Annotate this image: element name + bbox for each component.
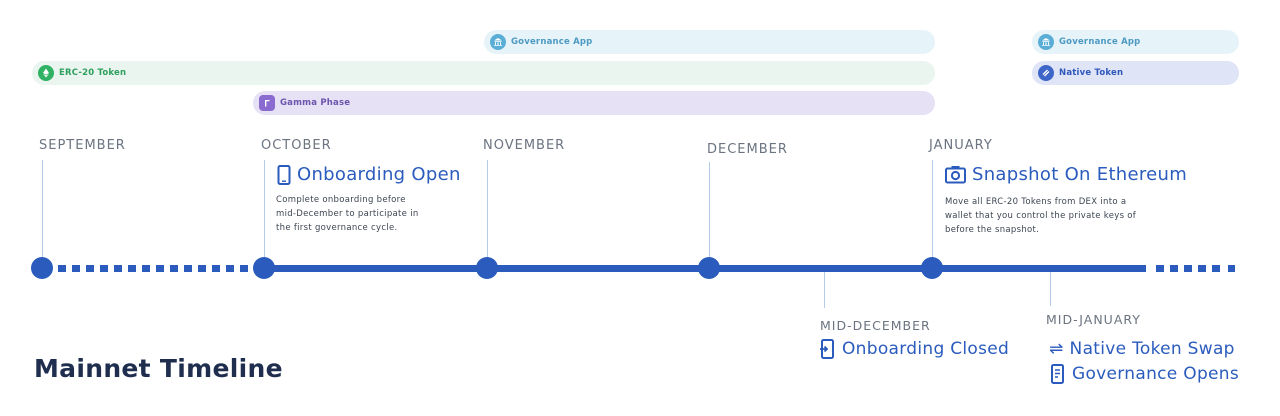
month-january: JANUARY xyxy=(929,138,993,153)
camera-icon xyxy=(945,166,966,184)
month-october: OCTOBER xyxy=(261,138,332,153)
erc20-token-label: ERC-20 Token xyxy=(59,68,127,78)
timeline-dash xyxy=(128,265,136,272)
timeline-dash xyxy=(184,265,192,272)
node-december xyxy=(698,257,720,279)
node-january xyxy=(921,257,943,279)
timeline-dash xyxy=(86,265,94,272)
timeline-dash xyxy=(226,265,234,272)
phone-icon xyxy=(277,164,291,185)
timeline-dash xyxy=(114,265,122,272)
bank-icon xyxy=(490,34,506,50)
month-september: SEPTEMBER xyxy=(39,138,126,153)
timeline-dash xyxy=(240,265,248,272)
guide-line-november xyxy=(487,160,488,258)
onboarding-open-desc-line: mid-December to participate in xyxy=(276,209,419,219)
governance-app-bar: Governance App xyxy=(484,30,935,54)
onboarding-open-label: Onboarding Open xyxy=(297,164,461,185)
guide-line-october xyxy=(264,160,265,258)
timeline-dash xyxy=(58,265,66,272)
governance-app-label: Governance App xyxy=(511,37,593,47)
native-token-bar: Native Token xyxy=(1032,61,1239,85)
onboarding-open-description: Complete onboarding before mid-December … xyxy=(276,193,419,235)
timeline-dash xyxy=(212,265,220,272)
month-november: NOVEMBER xyxy=(483,138,566,153)
swap-arrows-icon: ⇌ xyxy=(1049,339,1064,359)
timeline-dash xyxy=(1184,265,1192,272)
governance-opens-label: Governance Opens xyxy=(1072,364,1240,384)
timeline-dash xyxy=(1228,265,1235,272)
governance-app-label-2: Governance App xyxy=(1059,37,1141,47)
document-icon xyxy=(1051,364,1064,384)
gamma-phase-bar: Gamma Phase xyxy=(253,91,935,115)
phone-exit-icon xyxy=(820,339,834,359)
snapshot-desc-line: Move all ERC-20 Tokens from DEX into a xyxy=(945,197,1127,207)
erc20-token-bar: ERC-20 Token xyxy=(32,61,935,85)
timeline-dash xyxy=(1212,265,1220,272)
mid-december-label: MID-DECEMBER xyxy=(820,318,931,333)
gamma-phase-label: Gamma Phase xyxy=(280,98,351,108)
snapshot-label: Snapshot On Ethereum xyxy=(972,164,1188,185)
timeline-dash xyxy=(100,265,108,272)
month-december: DECEMBER xyxy=(707,142,788,157)
token-icon xyxy=(1038,65,1054,81)
guide-line-september xyxy=(42,160,43,258)
timeline-dash xyxy=(156,265,164,272)
guide-line-january xyxy=(932,160,933,258)
node-november xyxy=(476,257,498,279)
page-title: Mainnet Timeline xyxy=(34,354,283,383)
snapshot-title: Snapshot On Ethereum xyxy=(945,164,1187,185)
native-token-swap-label: Native Token Swap xyxy=(1069,339,1235,359)
guide-line-mid-december xyxy=(824,270,825,308)
gamma-icon xyxy=(259,95,275,111)
timeline-dash xyxy=(142,265,150,272)
timeline-dash xyxy=(1198,265,1206,272)
governance-opens-item: Governance Opens xyxy=(1049,364,1239,384)
snapshot-description: Move all ERC-20 Tokens from DEX into a w… xyxy=(945,195,1136,237)
bank-icon xyxy=(1038,34,1054,50)
timeline-dash xyxy=(72,265,80,272)
timeline-dash xyxy=(1156,265,1164,272)
node-september xyxy=(31,257,53,279)
snapshot-desc-line: before the snapshot. xyxy=(945,225,1040,235)
onboarding-closed-label: Onboarding Closed xyxy=(842,339,1010,359)
mid-january-label: MID-JANUARY xyxy=(1046,312,1141,327)
onboarding-closed-item: Onboarding Closed xyxy=(819,339,1009,359)
timeline-dash xyxy=(198,265,206,272)
timeline-dash xyxy=(1170,265,1178,272)
guide-line-december xyxy=(709,162,710,258)
governance-app-bar-2: Governance App xyxy=(1032,30,1239,54)
guide-line-mid-january xyxy=(1050,270,1051,306)
onboarding-open-title: Onboarding Open xyxy=(277,164,461,185)
onboarding-open-desc-line: the first governance cycle. xyxy=(276,223,398,233)
native-token-label: Native Token xyxy=(1059,68,1124,78)
ethereum-icon xyxy=(38,65,54,81)
snapshot-desc-line: wallet that you control the private keys… xyxy=(945,211,1137,221)
onboarding-open-desc-line: Complete onboarding before xyxy=(276,195,406,205)
native-token-swap-item: ⇌ Native Token Swap xyxy=(1049,339,1235,359)
timeline-dash xyxy=(170,265,178,272)
node-october xyxy=(253,257,275,279)
